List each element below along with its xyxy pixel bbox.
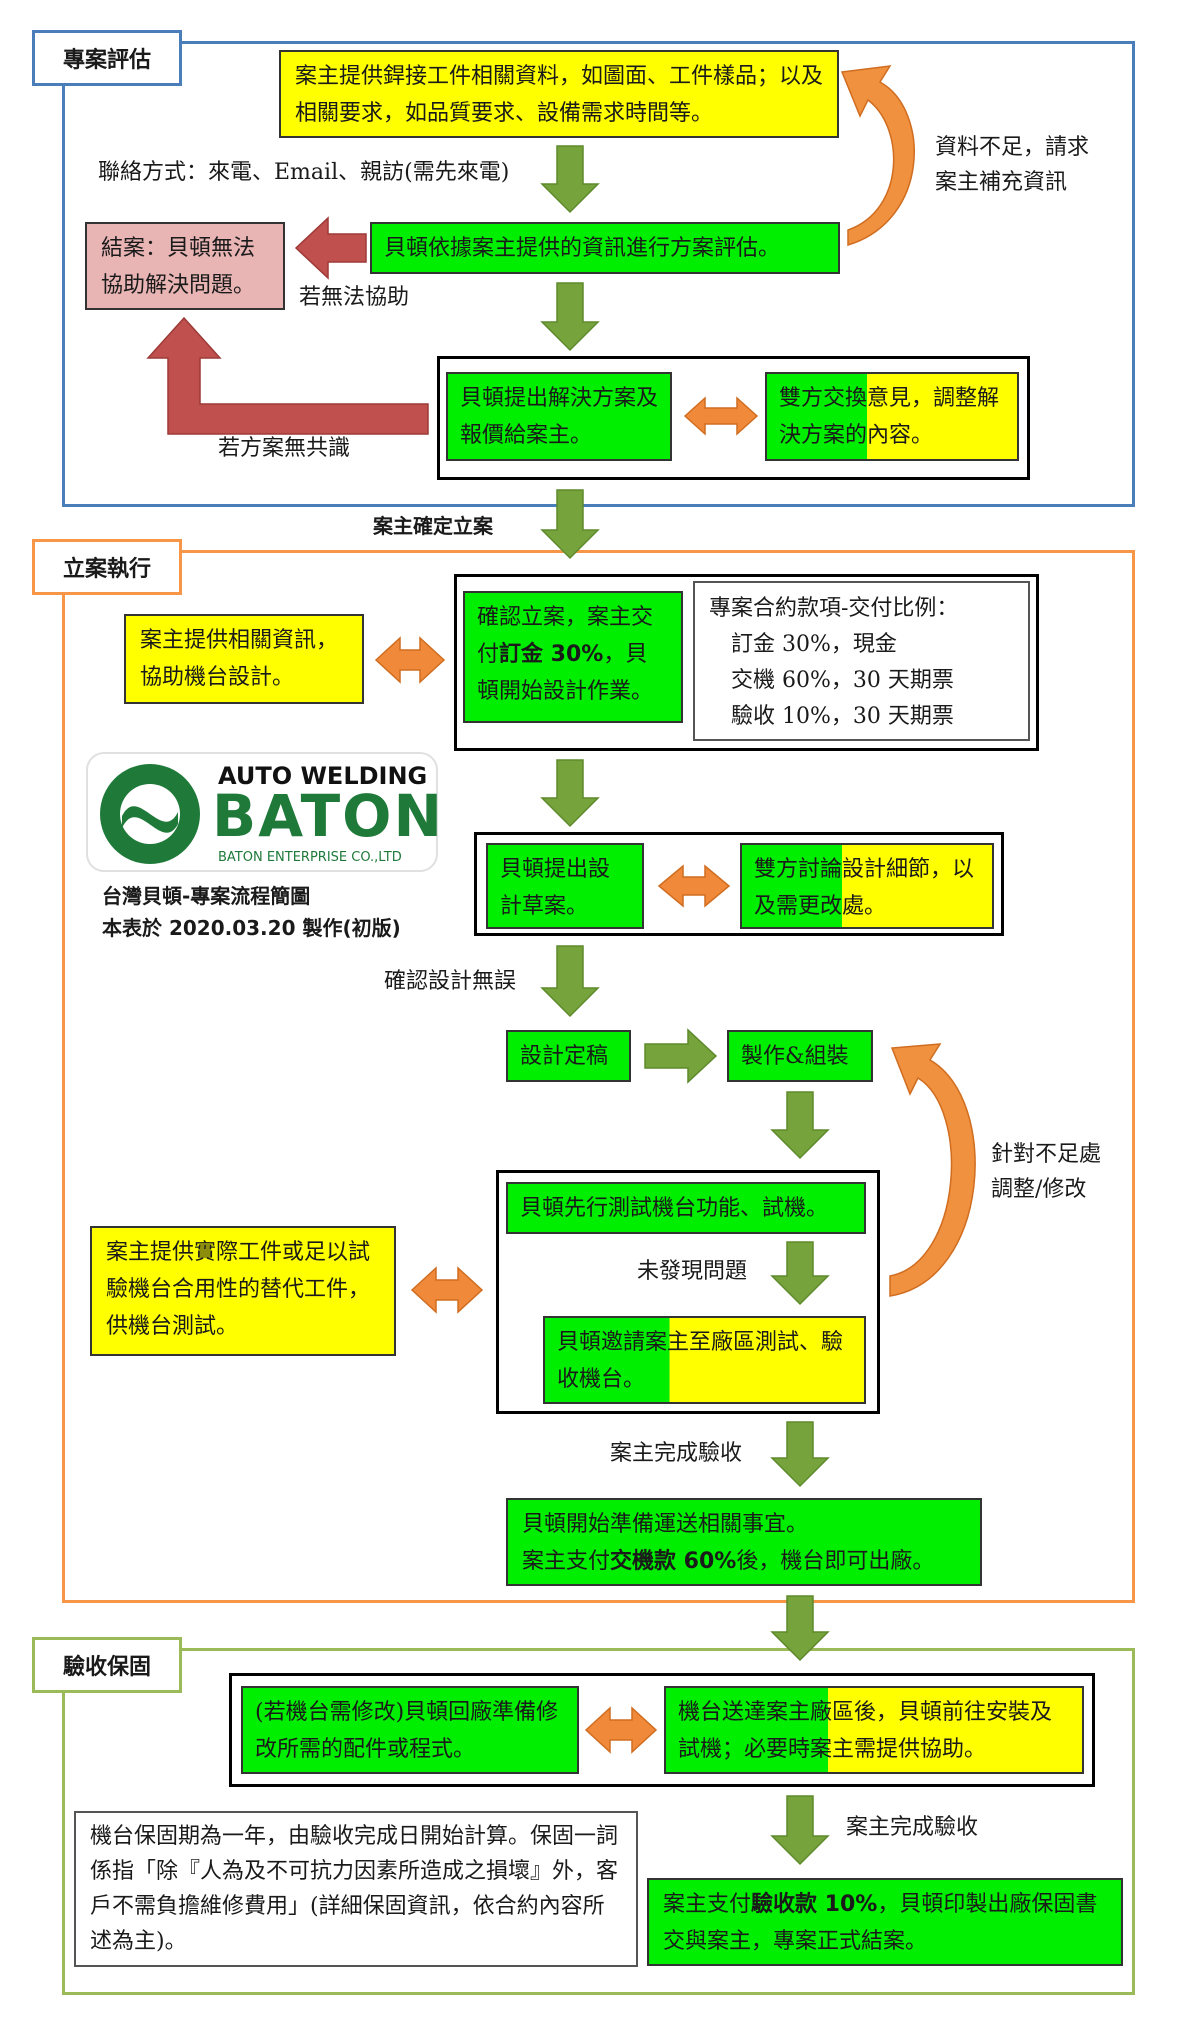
arrow-down-icon <box>770 1091 830 1160</box>
arrow-left-icon <box>294 216 367 280</box>
deposit-amount: 訂金 30% <box>499 642 604 667</box>
no-issue-label: 未發現問題 <box>637 1259 748 1284</box>
contract-term-item: 交機 60%，30 天期票 <box>731 668 954 693</box>
arrow-down-icon <box>770 1795 830 1866</box>
arrow-down-icon <box>540 945 600 1018</box>
warranty-note-box: 機台保固期為一年，由驗收完成日開始計算。保固一詞係指「除『人為及不可抗力因素所造… <box>74 1811 638 1967</box>
contract-terms-box: 專案合約款項-交付比例： 訂金 30%，現金 交機 60%，30 天期票 驗收 … <box>693 581 1030 741</box>
shipping-box: 貝頓開始準備運送相關事宜。 案主支付交機款 60%後，機台即可出廠。 <box>506 1498 982 1586</box>
arrow-down-icon <box>540 759 600 828</box>
acceptance-section-tag: 驗收保固 <box>32 1637 182 1693</box>
design-draft-box: 貝頓提出設計草案。 <box>486 843 644 929</box>
close-case-box: 結案：貝頓無法協助解決問題。 <box>85 222 285 310</box>
contract-term-item: 訂金 30%，現金 <box>731 632 897 657</box>
arrow-down-icon <box>540 282 600 352</box>
double-arrow-icon <box>683 396 759 436</box>
contract-term-item: 驗收 10%，30 天期票 <box>731 704 954 729</box>
baton-logo: AUTO WELDING BATON BATON ENTERPRISE CO.,… <box>86 752 442 872</box>
build-assemble-box: 製作&組裝 <box>727 1030 873 1082</box>
no-consensus-label: 若方案無共識 <box>218 436 351 461</box>
client-workpiece-box: 案主提供實際工件或足以試驗機台合用性的替代工件，供機台測試。 <box>90 1226 396 1356</box>
execution-section-tag: 立案執行 <box>32 539 182 595</box>
invite-client-box: 貝頓邀請案主至廠區測試、驗收機台。 <box>543 1316 866 1404</box>
arrow-down-icon <box>770 1595 830 1662</box>
self-test-box: 貝頓先行測試機台功能、試機。 <box>506 1182 866 1234</box>
confirm-text-post: ，貝頓開始設計作業。 <box>477 642 654 704</box>
shipping-pre: 案主支付 <box>522 1549 611 1574</box>
double-arrow-icon <box>584 1706 658 1754</box>
acceptance-payment-amount: 驗收款 10% <box>751 1892 878 1917</box>
confirm-project-box: 確認立案，案主交付訂金 30%，貝頓開始設計作業。 <box>463 591 683 723</box>
execution-section <box>62 550 1135 1603</box>
delivery-payment-amount: 交機款 60% <box>610 1549 737 1574</box>
logo-sub-text: BATON ENTERPRISE CO.,LTD <box>218 850 402 865</box>
client-info-box: 案主提供銲接工件相關資料，如圖面、工件樣品；以及相關要求，如品質要求、設備需求時… <box>279 50 839 138</box>
arrow-down-icon <box>540 489 600 560</box>
final-post: ，貝頓印製出廠保固書交與案主，專案正式結案。 <box>663 1892 1098 1954</box>
loop-back-arrow-icon <box>889 1043 976 1297</box>
confirm-project-label: 案主確定立案 <box>373 514 493 538</box>
return-parts-box: (若機台需修改)貝頓回廠準備修改所需的配件或程式。 <box>241 1686 579 1774</box>
shipping-post: 後，機台即可出廠。 <box>736 1549 935 1574</box>
flowchart-caption-line1: 台灣貝頓-專案流程簡圖 <box>102 884 311 908</box>
loop-back-arrow-icon <box>840 65 915 247</box>
shipping-line1: 貝頓開始準備運送相關事宜。 <box>522 1512 809 1537</box>
baton-logo-mark-icon <box>100 764 200 864</box>
proposal-box: 貝頓提出解決方案及報價給案主。 <box>446 372 672 461</box>
double-arrow-icon <box>657 864 731 908</box>
client-assist-box: 案主提供相關資訊，協助機台設計。 <box>124 614 364 704</box>
final-acceptance-label: 案主完成驗收 <box>846 1815 979 1840</box>
contract-terms-title: 專案合約款項-交付比例： <box>709 596 959 621</box>
evaluation-section <box>62 41 1135 507</box>
design-discuss-box: 雙方討論設計細節，以及需更改處。 <box>740 843 994 929</box>
exchange-box: 雙方交換意見，調整解決方案的內容。 <box>765 372 1019 461</box>
flowchart-caption-line2: 本表於 2020.03.20 製作(初版) <box>102 916 401 940</box>
insufficient-info-label: 資料不足，請求案主補充資訊 <box>935 135 1090 195</box>
logo-main-text: BATON <box>212 782 445 850</box>
logo-top-text: AUTO WELDING <box>218 762 428 790</box>
confirm-text-pre: 確認立案，案主交付 <box>477 605 654 667</box>
acceptance-done-label: 案主完成驗收 <box>610 1441 743 1466</box>
delivery-install-box: 機台送達案主廠區後，貝頓前往安裝及試機；必要時案主需提供協助。 <box>664 1686 1084 1774</box>
evaluation-section-tag: 專案評估 <box>32 30 182 86</box>
final-pre: 案主支付 <box>663 1892 752 1917</box>
arrow-down-icon <box>770 1421 830 1488</box>
return-arrow-icon <box>146 316 429 435</box>
design-final-box: 設計定稿 <box>506 1030 631 1082</box>
arrow-right-icon <box>644 1028 718 1084</box>
contact-methods-label: 聯絡方式：來電、Email、親訪(需先來電) <box>98 160 510 185</box>
adjust-label: 針對不足處調整/修改 <box>991 1142 1102 1202</box>
acceptance-section <box>62 1648 1135 1995</box>
arrow-down-icon <box>540 145 600 214</box>
cannot-help-label: 若無法協助 <box>299 285 410 310</box>
final-payment-box: 案主支付驗收款 10%，貝頓印製出廠保固書交與案主，專案正式結案。 <box>647 1878 1123 1966</box>
design-confirmed-label: 確認設計無誤 <box>384 969 517 994</box>
double-arrow-icon <box>410 1266 484 1314</box>
double-arrow-icon <box>374 636 446 684</box>
arrow-down-icon <box>770 1241 830 1306</box>
assessment-box: 貝頓依據案主提供的資訊進行方案評估。 <box>370 222 840 274</box>
